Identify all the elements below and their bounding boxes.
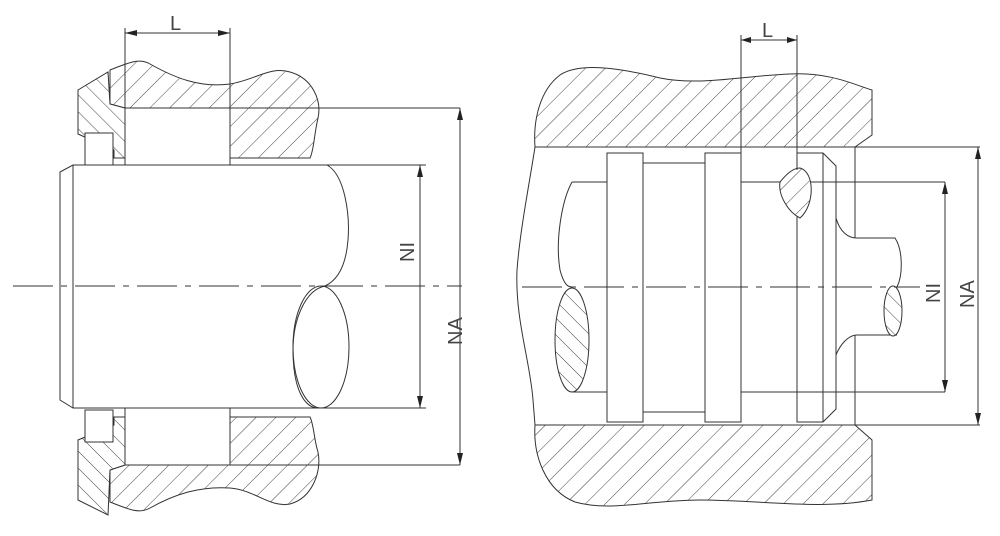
dim-label-outer: NA (445, 317, 467, 345)
housing-top (109, 60, 320, 159)
dim-label-inner: NI (923, 283, 945, 303)
stub-section (883, 285, 903, 337)
shaft-break (292, 285, 350, 409)
figure-right: L NI NA (516, 20, 981, 507)
seal-lip-bottom (84, 409, 114, 443)
dim-label-length: L (762, 20, 773, 42)
housing-bottom (109, 416, 320, 512)
dim-label-outer: NA (957, 280, 979, 308)
seal-lip-top (84, 132, 114, 166)
cylinder-bottom (534, 424, 873, 507)
cylinder-top (534, 67, 873, 148)
dim-label-inner: NI (397, 242, 419, 262)
dim-label-length: L (170, 13, 181, 35)
figure-left: L NA NI (13, 13, 467, 516)
cylinder-left-edge (516, 146, 536, 426)
rod-section (554, 287, 590, 393)
port-hole (779, 167, 812, 219)
